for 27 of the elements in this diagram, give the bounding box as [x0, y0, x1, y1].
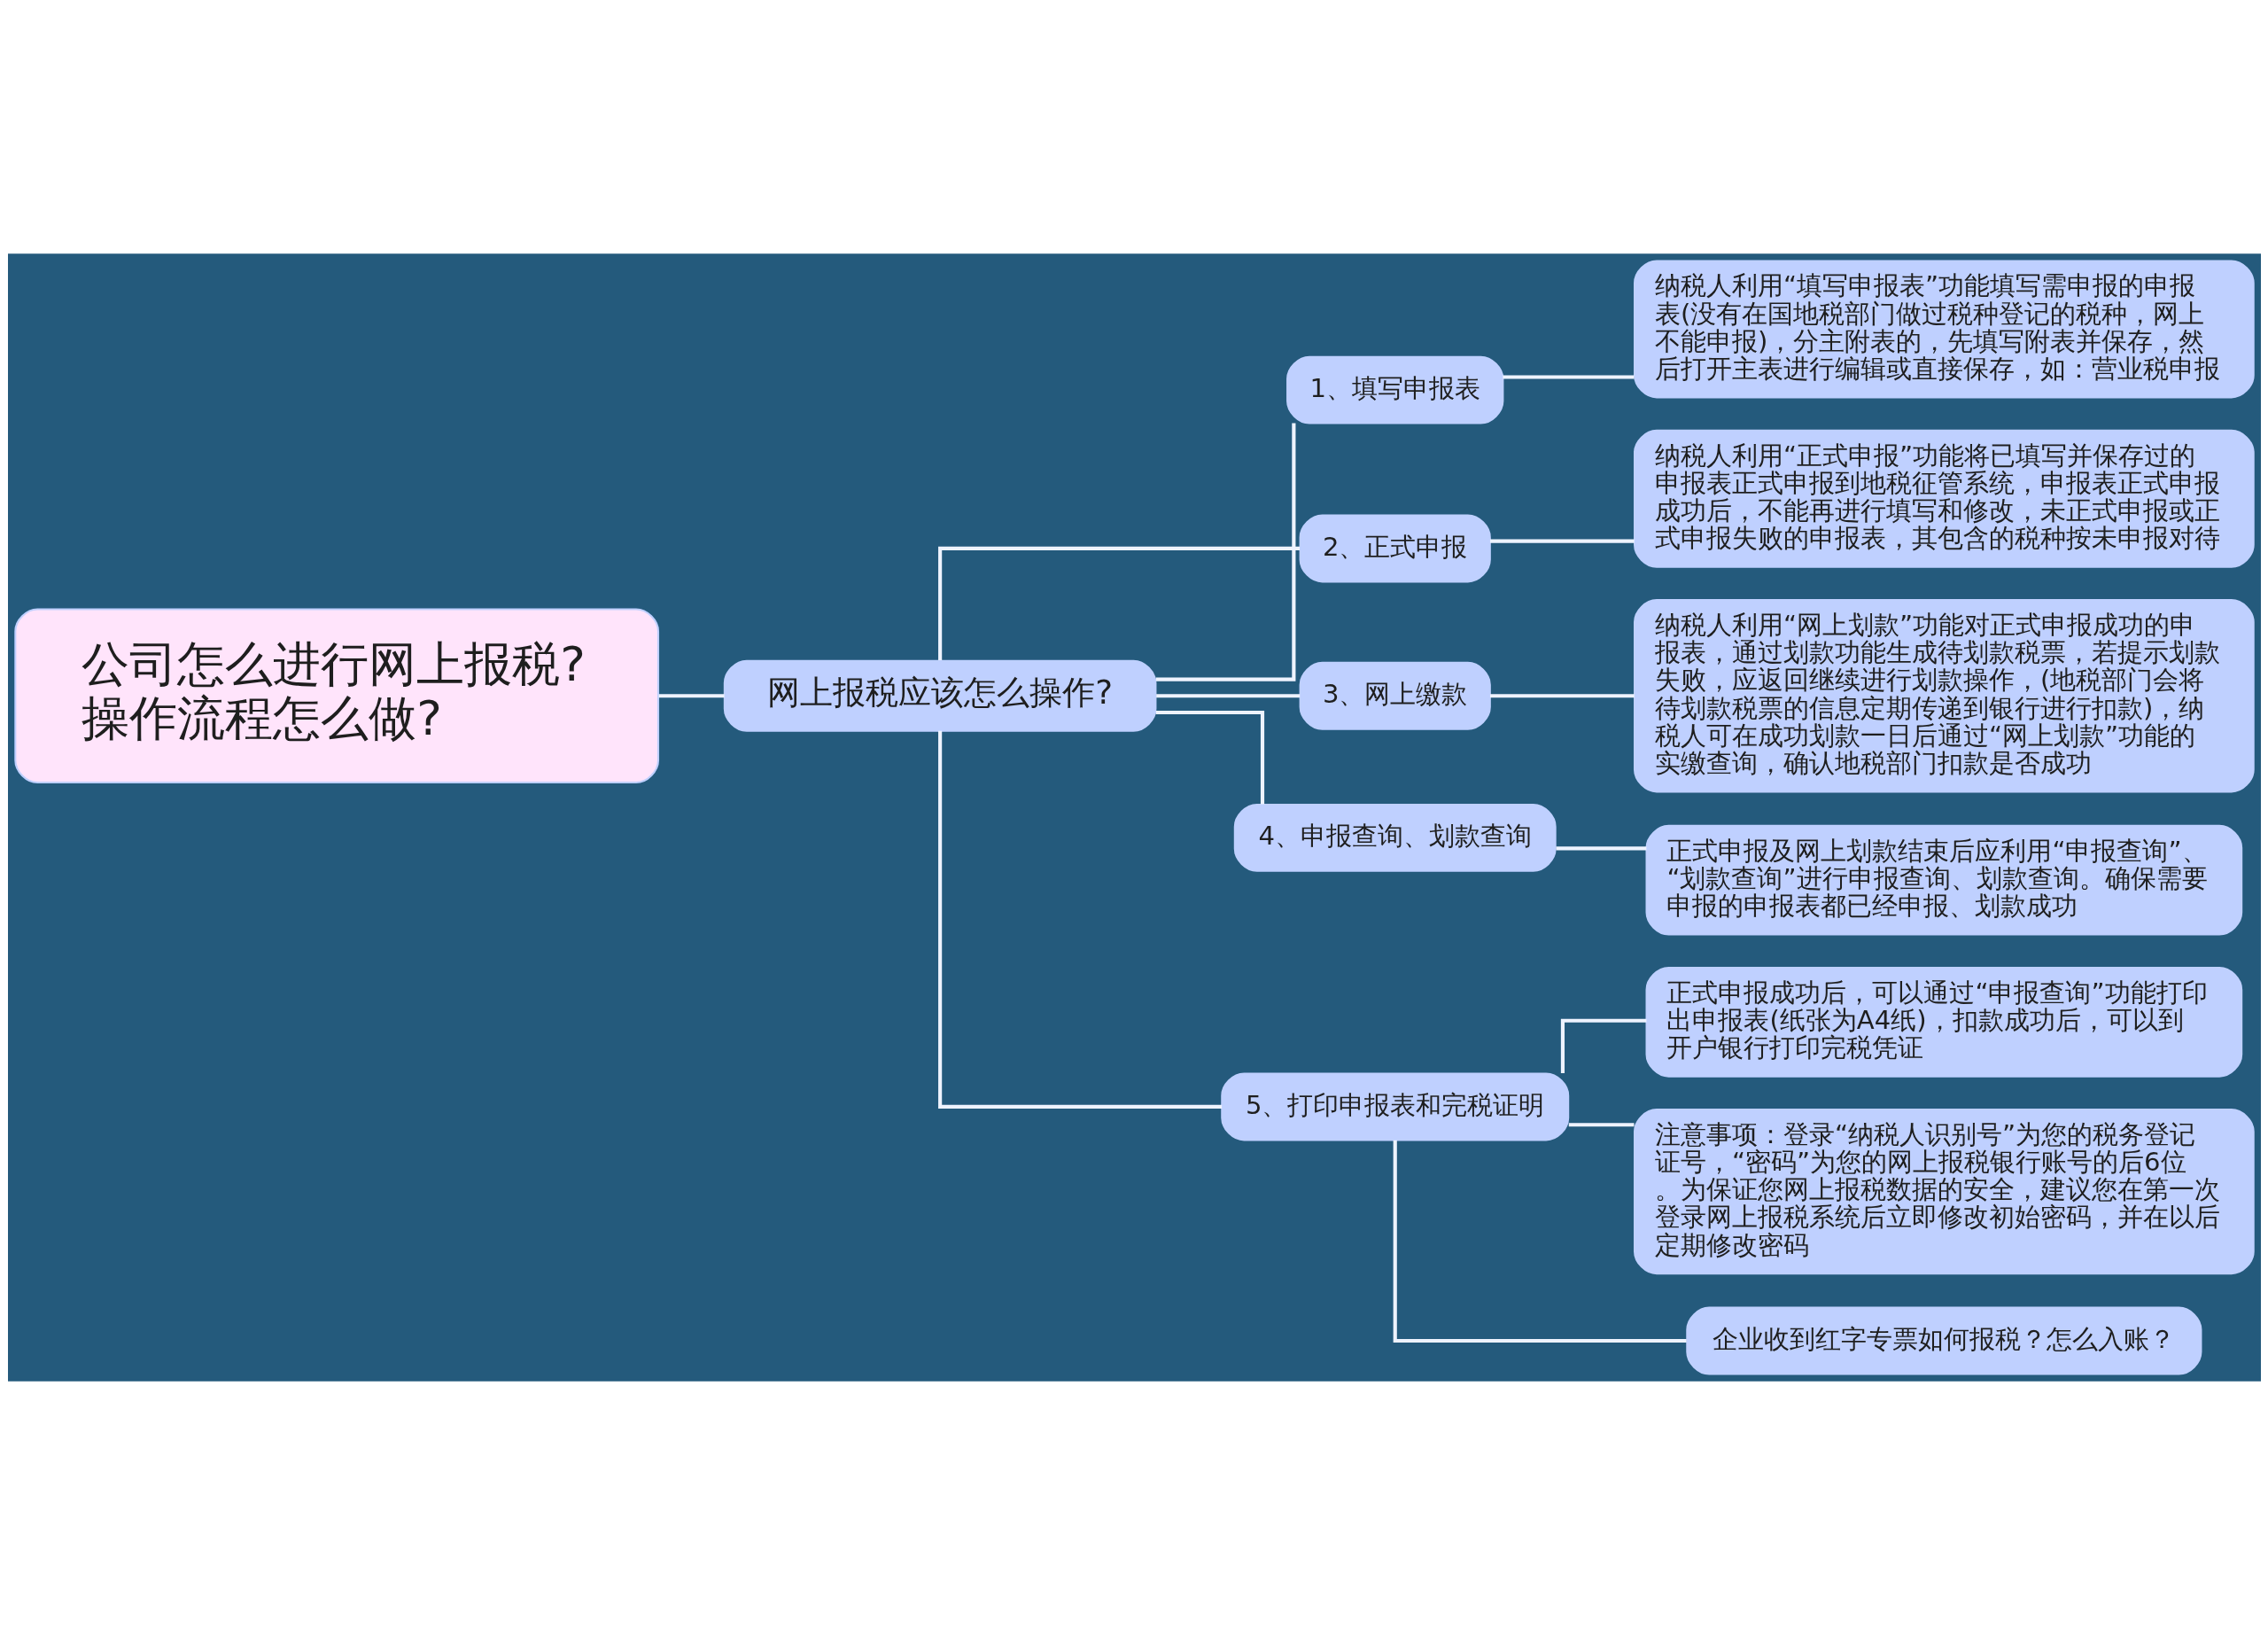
node-box: 正式申报成功后，可以通过“申报查询”功能打印出申报表(纸张为A4纸)，扣款成功后，可以到开户银行打印完税凭证 — [1645, 966, 2242, 1078]
node-box: 正式申报及网上划款结束后应利用“申报查询”、“划款查询”进行申报查询、划款查询。确保需要申报的申报表都已经申报、划款成功 — [1645, 824, 2242, 936]
connector — [1555, 846, 1646, 851]
node-box: 注意事项：登录“纳税人识别号”为您的税务登记证号，“密码”为您的网上报税银行账号的后6位。为保证您网上报税数据的安全，建议您在第一次登录网上报税系统后立即修改初始密码，并在以后定期修改密码 — [1633, 1109, 2255, 1275]
node-box: 2、正式申报 — [1299, 514, 1491, 583]
connector — [1155, 710, 1264, 805]
node-box: 公司怎么进行网上报税?操作流程怎么做? — [13, 608, 659, 784]
node-box: 1、填写申报表 — [1285, 355, 1503, 424]
node-box: 5、打印申报表和完税证明 — [1220, 1072, 1569, 1141]
connector — [1155, 694, 1300, 698]
connector — [1489, 539, 1635, 543]
connector — [1568, 1123, 1634, 1127]
connector — [1393, 1140, 1687, 1343]
node-box: 纳税人利用“正式申报”功能将已填写并保存过的申报表正式申报到地税征管系统，申报表正式申报成功后，不能再进行填写和修改，未正式申报或正式申报失败的申报表，其包含的税种按未申报对待 — [1633, 429, 2255, 568]
node-box: 纳税人利用“填写申报表”功能填写需申报的申报表(没有在国地税部门做过税种登记的税种，网上不能申报)，分主附表的，先填写附表并保存，然后打开主表进行编辑或直接保存，如：营业税申报 — [1633, 260, 2255, 399]
connector — [1155, 423, 1295, 681]
node-box: 4、申报查询、划款查询 — [1233, 803, 1557, 872]
connector — [937, 730, 1222, 1109]
node-box: 网上报税应该怎么操作? — [723, 659, 1156, 732]
connector — [658, 694, 725, 698]
connector — [937, 546, 1300, 660]
node-box: 3、网上缴款 — [1299, 661, 1491, 730]
connector — [1502, 375, 1635, 379]
node-box: 纳税人利用“网上划款”功能对正式申报成功的申报表，通过划款功能生成待划款税票，若提示划款失败，应返回继续进行划款操作，(地税部门会将待划款税票的信息定期传递到银行进行扣款)，纳税人可在成功划款一日后通过“网上划款”功能的实缴查询，确认地税部门扣款是否成功 — [1633, 599, 2255, 793]
connector — [1560, 1018, 1646, 1074]
node-box: 企业收到红字专票如何报税？怎么入账？ — [1685, 1306, 2202, 1375]
connector — [1489, 694, 1635, 698]
